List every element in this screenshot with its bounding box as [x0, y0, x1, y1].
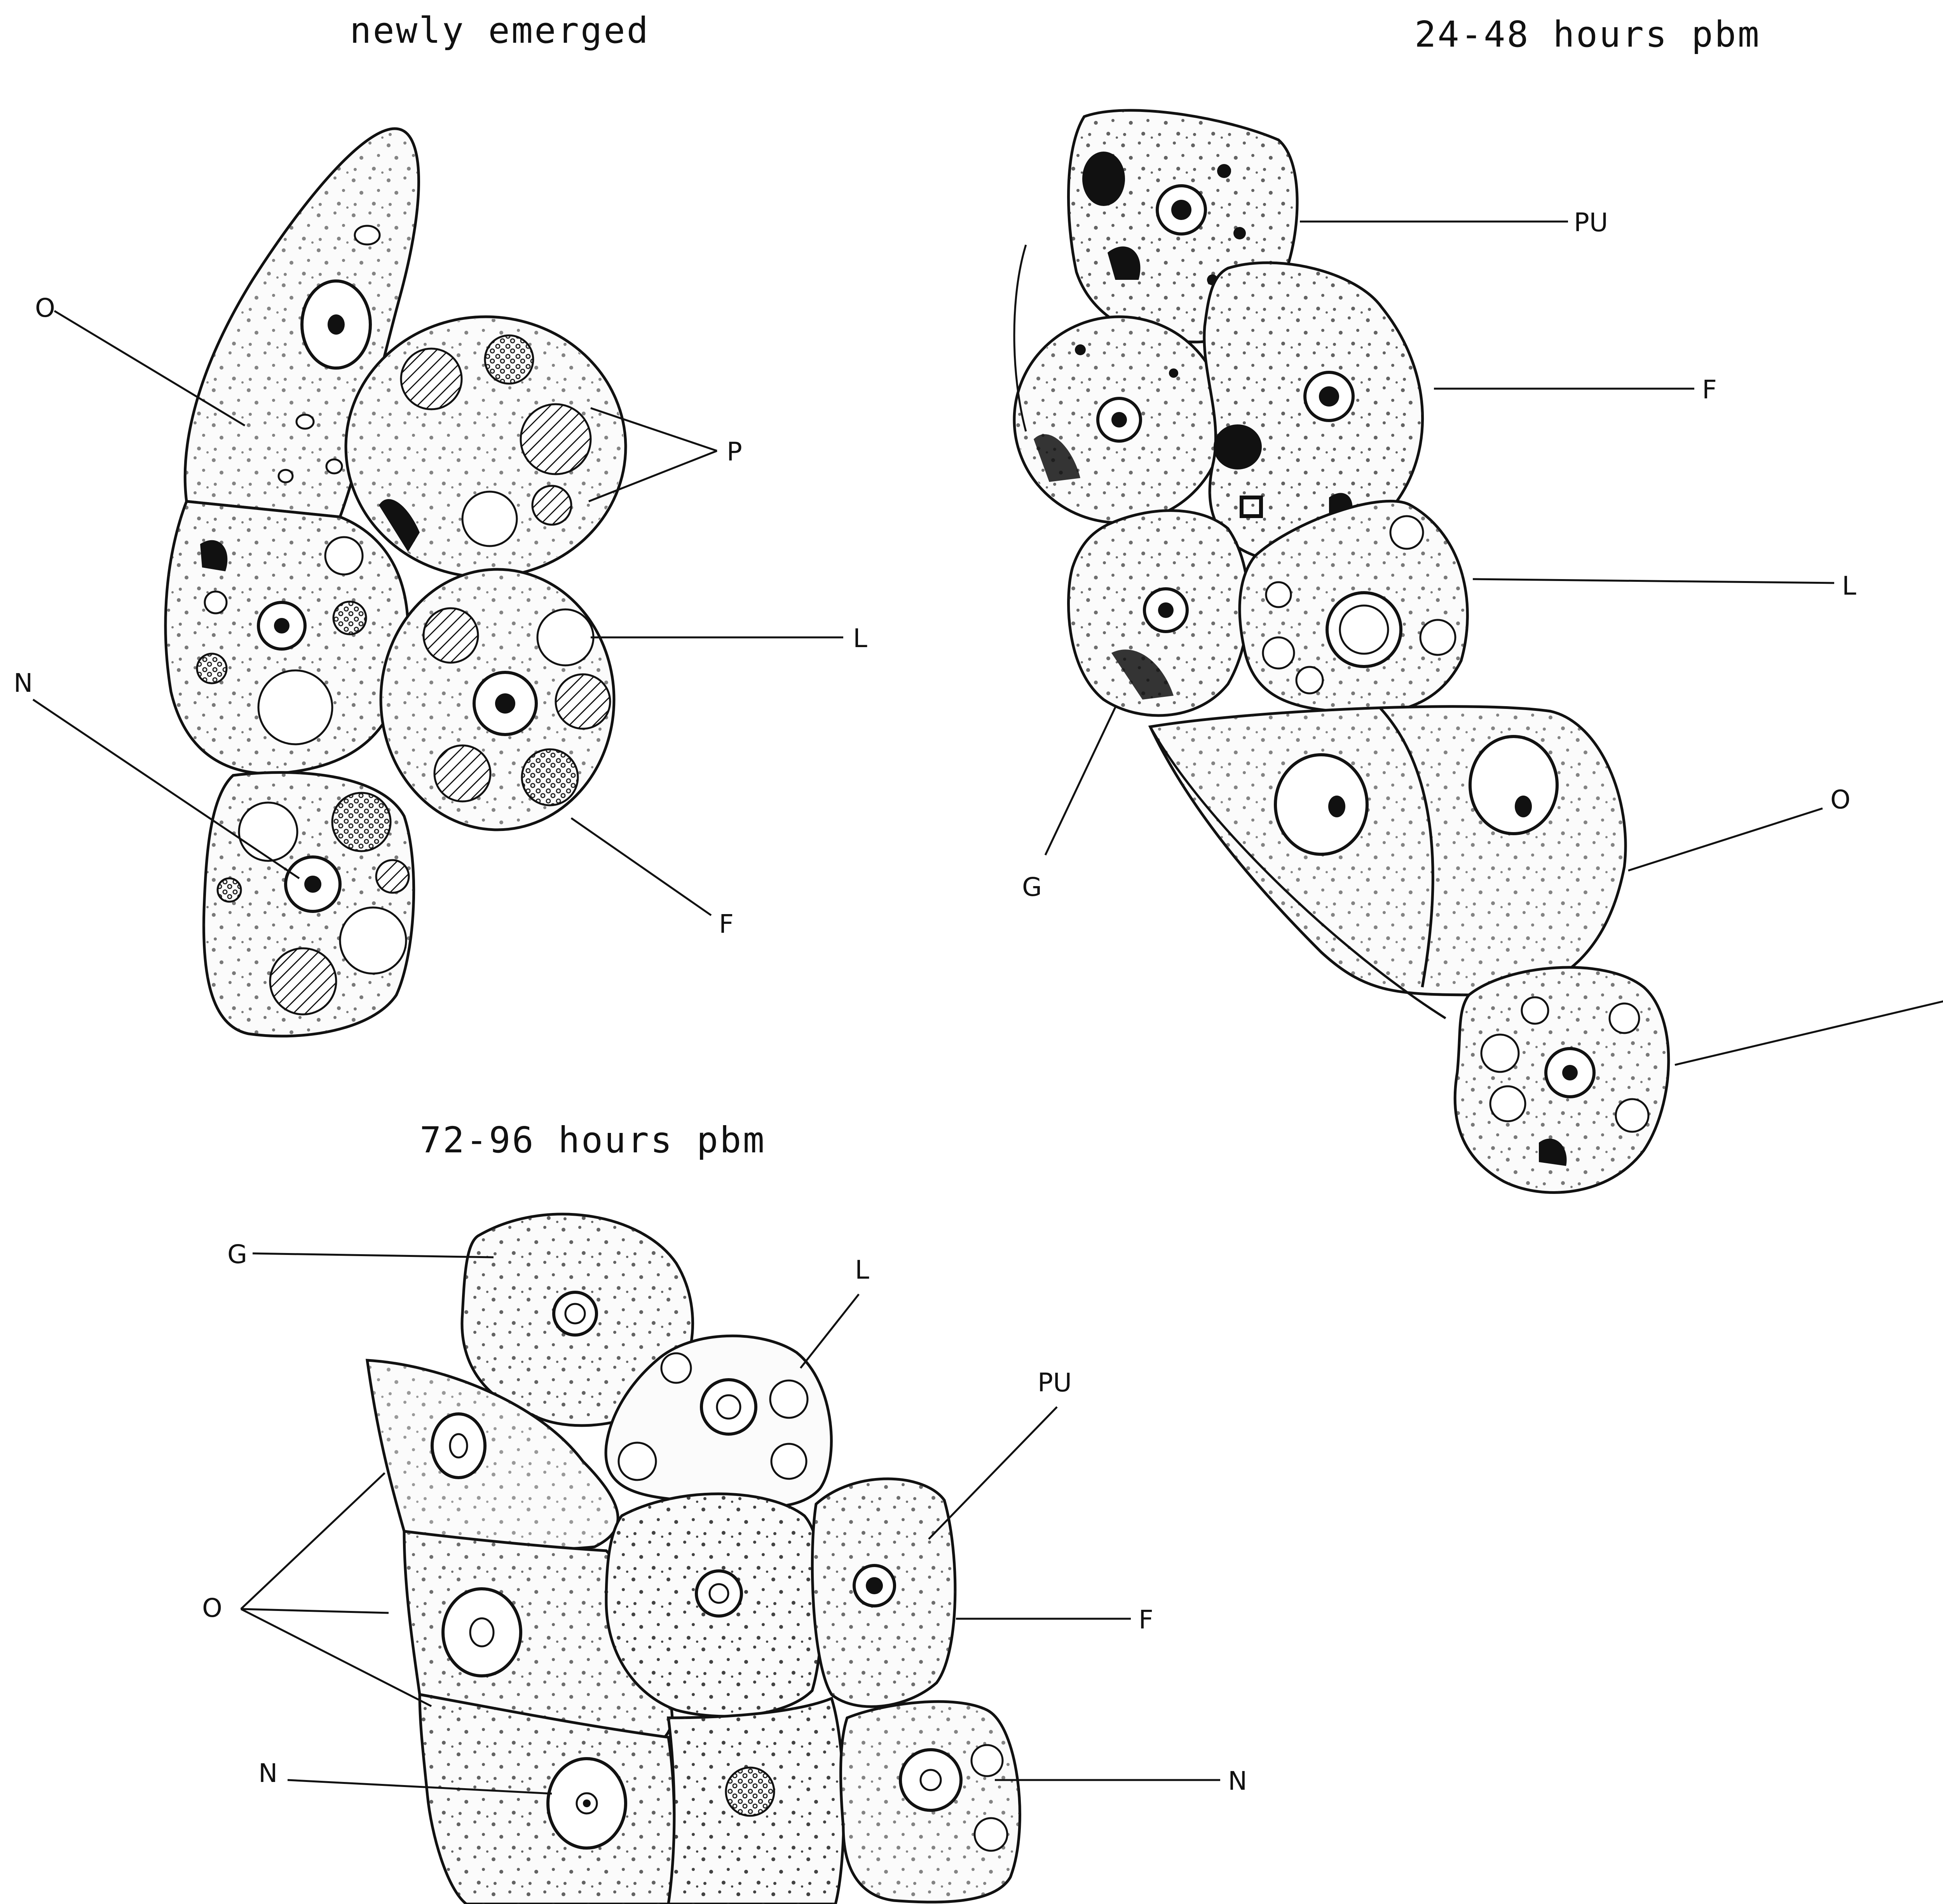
leader-line-o-1 [241, 1473, 385, 1609]
panel-24-48-hours: 24-48 hours pbm [1014, 14, 1943, 1192]
panel-newly-emerged: newly emerged [14, 10, 867, 1036]
label-p: P [727, 437, 742, 467]
cell-n-right [841, 1702, 1020, 1902]
cell-n [1455, 967, 1669, 1192]
leader-line-o-2 [241, 1609, 389, 1613]
label-f: F [719, 909, 734, 939]
cell-p [346, 317, 626, 577]
cell-n [204, 772, 413, 1036]
label-n-right: N [1228, 1766, 1247, 1796]
label-g: G [1022, 872, 1042, 902]
leader-line-pu [929, 1407, 1057, 1539]
leader-line-g [253, 1253, 494, 1257]
panel-title-newly-emerged: newly emerged [350, 10, 650, 51]
label-n: N [14, 668, 33, 698]
leader-line-l [801, 1294, 859, 1368]
leader-line-g [1045, 707, 1115, 855]
label-o: O [35, 293, 55, 323]
leader-line-o-3 [241, 1609, 431, 1706]
cell-left-upper [1014, 317, 1224, 523]
label-o: O [1830, 785, 1851, 815]
panel-72-96-hours: 72-96 hours pbm [202, 1119, 1247, 1904]
label-l: L [855, 1255, 869, 1285]
leader-line-n [1675, 995, 1943, 1065]
label-pu: PU [1038, 1368, 1072, 1398]
panel-title-24-48-hours: 24-48 hours pbm [1415, 14, 1761, 55]
leader-line-f [571, 818, 711, 915]
label-n-left: N [258, 1758, 277, 1788]
cell-lower-granular [668, 1698, 844, 1904]
label-g: G [227, 1239, 247, 1269]
label-pu: PU [1574, 208, 1608, 237]
label-f: F [1139, 1605, 1153, 1635]
leader-line-l [1473, 579, 1834, 583]
label-f: F [1702, 375, 1717, 405]
label-l: L [1842, 571, 1856, 601]
label-l: L [853, 623, 867, 653]
label-o: O [202, 1593, 222, 1623]
cell-f [381, 569, 614, 830]
panel-title-72-96-hours: 72-96 hours pbm [420, 1119, 766, 1161]
leader-line-o [1628, 808, 1823, 871]
cell-central [606, 1494, 823, 1716]
cell-pu [812, 1479, 955, 1707]
cell-g [1069, 511, 1249, 716]
cell-left-middle [166, 501, 408, 773]
